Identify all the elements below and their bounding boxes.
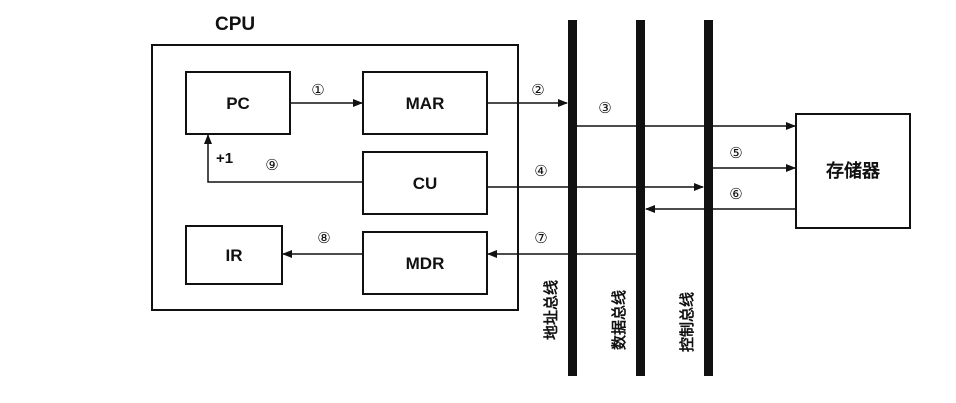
- cu-label: CU: [413, 174, 438, 193]
- data-bus-label: 数据总线: [610, 290, 628, 350]
- data-bus: [636, 20, 645, 376]
- step-8-label: ⑧: [317, 229, 330, 247]
- mar-box: [362, 71, 488, 135]
- cu-box: [362, 151, 488, 215]
- ir-label: IR: [226, 246, 243, 265]
- control-bus: [704, 20, 713, 376]
- cpu-box: [151, 44, 519, 311]
- pc-box: [185, 71, 291, 135]
- memory-box: [795, 113, 911, 229]
- arrow-cu-to-pc: [204, 134, 363, 183]
- ir-box: [185, 225, 283, 285]
- increment-label: +1: [216, 150, 233, 167]
- mar-label: MAR: [406, 94, 445, 113]
- memory-label: 存储器: [826, 160, 881, 181]
- control-bus-label: 控制总线: [678, 292, 696, 352]
- pc-label: PC: [226, 94, 250, 113]
- mdr-label: MDR: [406, 254, 445, 273]
- address-bus: [568, 20, 577, 376]
- step-3-label: ③: [598, 99, 611, 117]
- step-5-label: ⑤: [729, 144, 742, 162]
- step-9-label: ⑨: [265, 156, 278, 174]
- mdr-box: [362, 231, 488, 295]
- address-bus-label: 地址总线: [542, 280, 560, 340]
- step-6-label: ⑥: [729, 185, 742, 203]
- step-1-label: ①: [311, 81, 324, 99]
- cpu-label: CPU: [215, 14, 255, 35]
- step-2-label: ②: [531, 81, 544, 99]
- step-7-label: ⑦: [534, 229, 547, 247]
- step-4-label: ④: [534, 162, 547, 180]
